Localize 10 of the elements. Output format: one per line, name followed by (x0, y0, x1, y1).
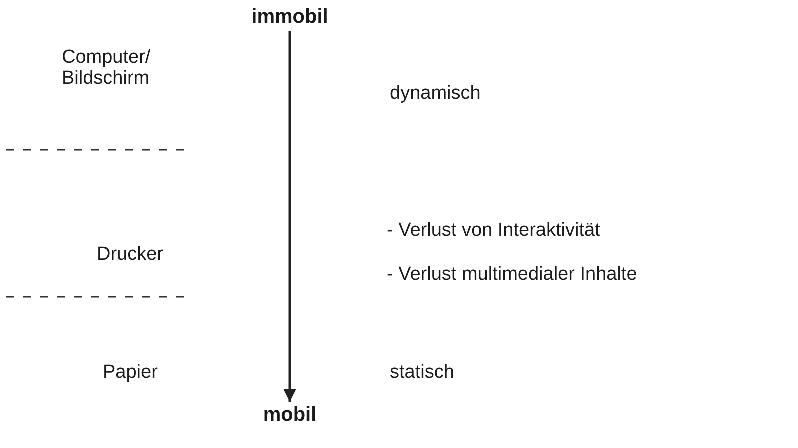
note-text: - Verlust von Interaktivität (387, 221, 600, 242)
property-label: statisch (390, 363, 454, 384)
note-text: - Verlust multimedialer Inhalte (387, 265, 638, 286)
device-label: Computer/ Bildschirm (62, 48, 152, 90)
property-label: dynamisch (390, 84, 481, 105)
endpoint-label: immobil (252, 6, 328, 29)
device-label: Drucker (97, 245, 164, 266)
arrow (284, 31, 296, 402)
device-label: Papier (103, 363, 158, 384)
endpoint-label: mobil (263, 404, 317, 427)
